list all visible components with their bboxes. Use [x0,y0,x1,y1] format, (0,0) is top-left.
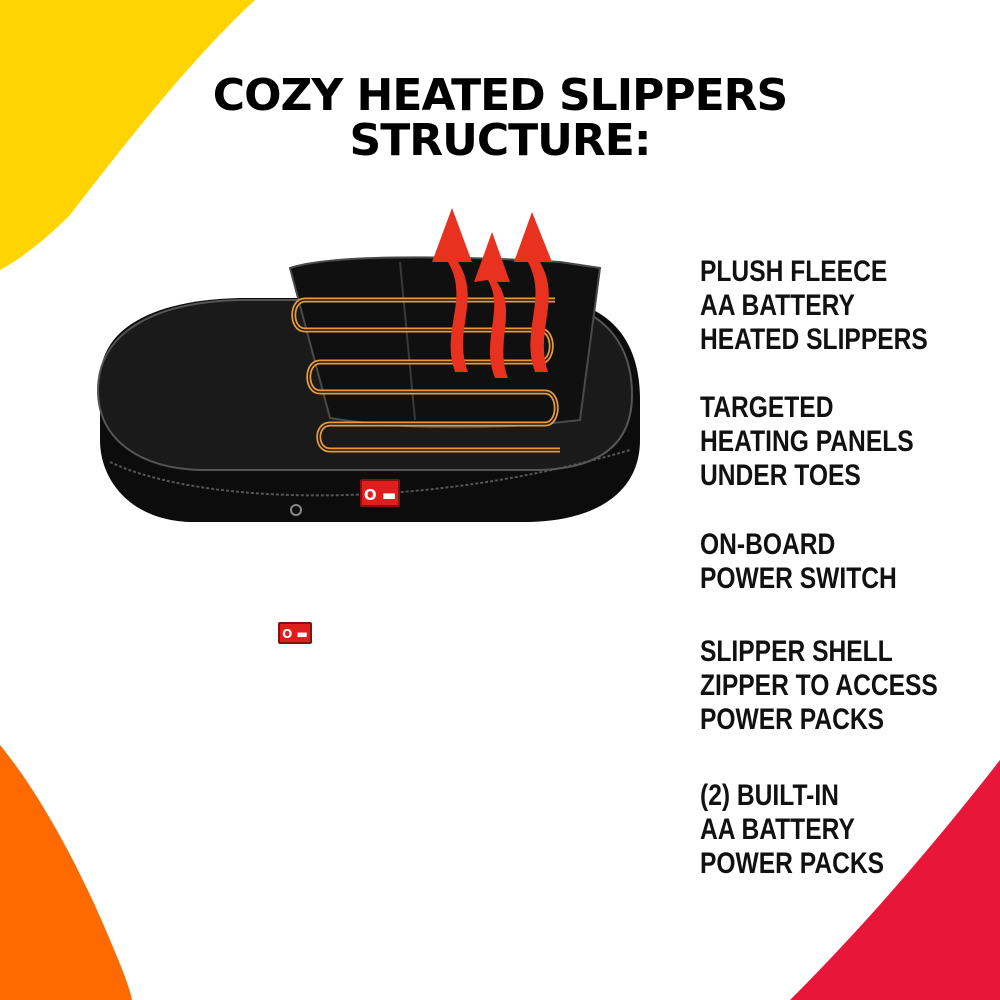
callout-battery-packs: (2) BUILT-IN AA BATTERY POWER PACKS [700,779,884,881]
callout-line: HEATED SLIPPERS [700,323,928,356]
callout-line: (2) BUILT-IN [700,779,839,812]
callout-heating-panels: TARGETED HEATING PANELS UNDER TOES [700,391,914,493]
callout-line: ON-BOARD [700,528,836,561]
page-title-line2: STRUCTURE: [349,115,652,166]
callout-zipper-shell: SLIPPER SHELL ZIPPER TO ACCESS POWER PAC… [700,635,938,737]
corner-orange-swoosh [0,745,132,1000]
page-title-line1: COZY HEATED SLIPPERS [212,70,788,121]
power-switch-icon: O ▬ [360,479,400,507]
callout-line: POWER SWITCH [700,562,897,595]
callout-plush-fleece: PLUSH FLEECE AA BATTERY HEATED SLIPPERS [700,255,928,357]
corner-yellow-swoosh [0,0,255,270]
callout-line: POWER PACKS [700,703,885,736]
callout-line: SLIPPER SHELL [700,635,893,668]
callout-line: AA BATTERY [700,813,855,846]
callout-line: UNDER TOES [700,459,861,492]
corner-red-swoosh [790,760,1000,1000]
callout-line: AA BATTERY [700,289,855,322]
callout-line: POWER PACKS [700,847,885,880]
callout-line: TARGETED [700,391,834,424]
callout-line: HEATING PANELS [700,425,914,458]
callout-power-switch: ON-BOARD POWER SWITCH [700,528,897,596]
power-switch-icon-bottom: O ▬ [278,622,312,644]
heat-arrows [432,208,552,378]
callout-line: ZIPPER TO ACCESS [700,669,938,702]
callout-line: PLUSH FLEECE [700,255,888,288]
